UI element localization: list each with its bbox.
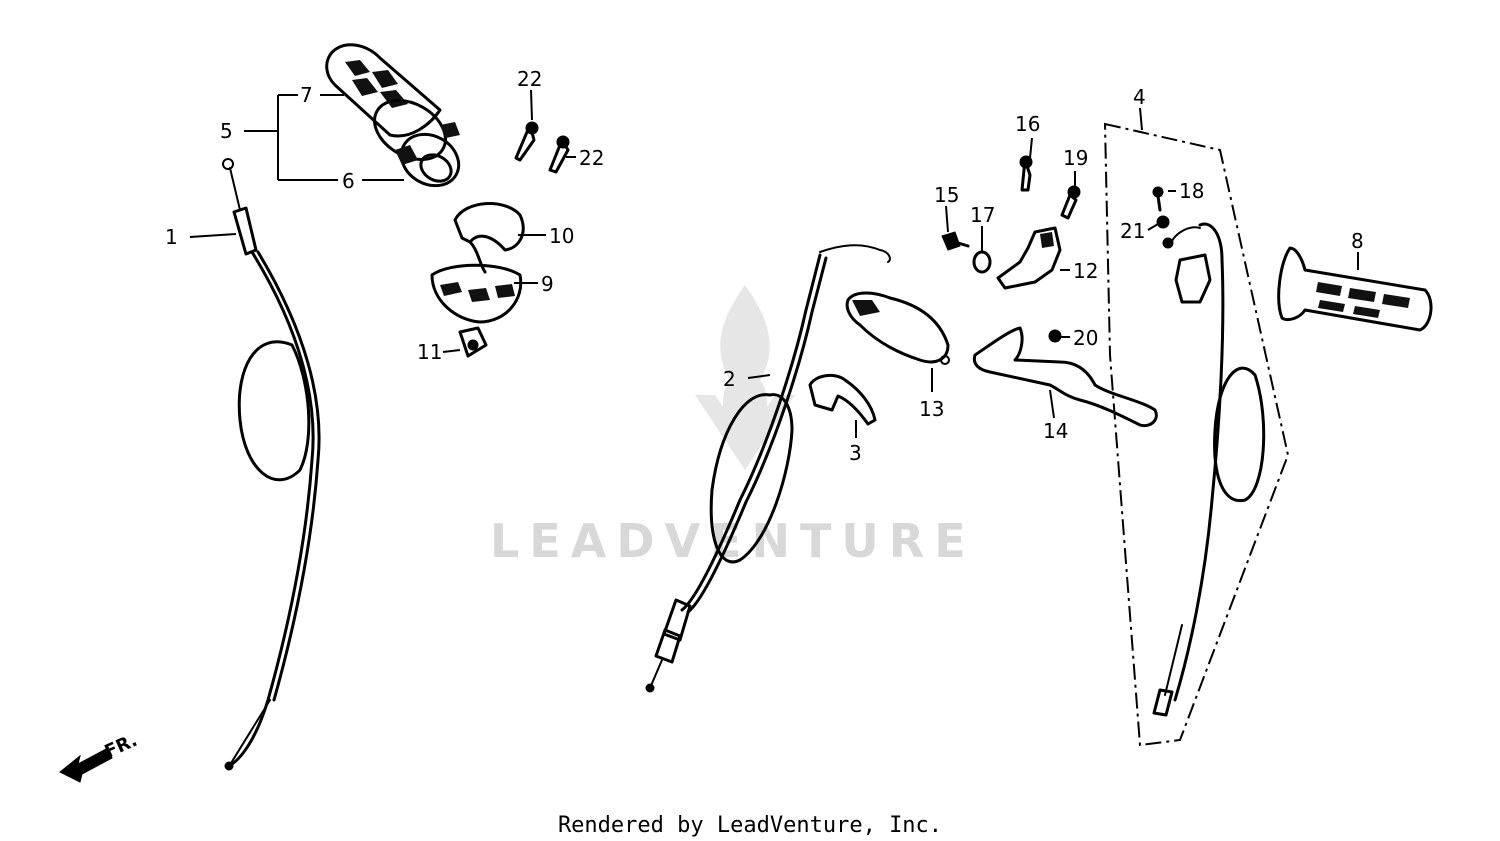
part-5-throttle-grip-assembly [325,43,461,188]
part-22-screws [514,121,570,174]
callout-7: 7 [300,83,313,107]
callout-6: 6 [342,169,355,193]
callout-20: 20 [1073,326,1098,350]
footer-credit: Rendered by LeadVenture, Inc. [558,813,942,838]
callout-9: 9 [541,272,554,296]
callout-numbers: 1 2 3 4 5 6 7 8 9 10 11 12 13 14 15 16 1… [165,67,1364,465]
callout-15: 15 [934,183,959,207]
part-8-left-grip [1277,246,1433,332]
callout-12: 12 [1073,259,1098,283]
watermark-text: LEADVENTURE [490,514,976,568]
callout-13: 13 [919,397,944,421]
callout-22-top: 22 [517,67,542,91]
callout-4: 4 [1133,85,1146,109]
part-2-clutch-cable [645,244,891,693]
callout-22-side: 22 [579,146,604,170]
callout-1: 1 [165,225,178,249]
callout-5: 5 [220,119,233,143]
part-9-10-throttle-housing [430,202,525,358]
callout-18: 18 [1179,179,1204,203]
part-13-lever-cover [845,291,950,365]
callout-8: 8 [1351,229,1364,253]
part-1-throttle-cable [222,158,321,771]
callout-10: 10 [549,224,574,248]
part-14-lever [972,326,1158,428]
part-12-lever-bracket [996,155,1081,290]
callout-21: 21 [1120,219,1145,243]
front-arrow-icon [59,747,113,783]
direction-label: FR. [101,730,140,763]
part-15-17-bolt-collar [941,231,992,274]
callout-14: 14 [1043,419,1068,443]
part-3-clip [808,373,877,426]
callout-2: 2 [723,367,736,391]
callout-11: 11 [417,340,442,364]
part-4-switch-cable-region [1103,122,1290,747]
watermark-logo [695,285,795,470]
callout-16: 16 [1015,112,1040,136]
leader-lines [189,89,1359,438]
callout-3: 3 [849,441,862,465]
callout-19: 19 [1063,146,1088,170]
callout-17: 17 [970,203,995,227]
